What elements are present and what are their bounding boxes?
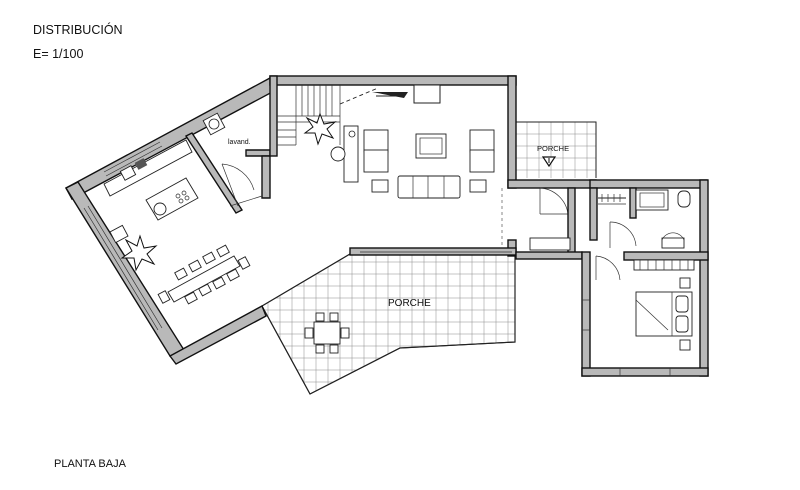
washing-machine-icon	[202, 112, 226, 136]
living-room	[269, 75, 597, 257]
main-porch: PORCHE	[261, 253, 516, 395]
plant-star-icon	[120, 234, 158, 272]
plant-star-icon	[303, 112, 337, 146]
porch-entry-label: PORCHE	[537, 144, 569, 153]
scale-label: E= 1/100	[33, 47, 83, 61]
porch-table	[304, 312, 350, 354]
entry-tile-grid	[515, 122, 596, 178]
bedroom-wing	[515, 179, 709, 377]
laundry-label: lavand.	[228, 139, 251, 146]
double-bed	[635, 277, 693, 351]
floor-name-label: PLANTA BAJA	[54, 458, 127, 470]
stair-arrow-icon	[372, 92, 408, 98]
dining-table	[157, 244, 251, 305]
plan-title: DISTRIBUCIÓN	[33, 22, 123, 37]
porch-main-label: PORCHE	[388, 298, 431, 309]
staircase	[277, 85, 408, 146]
kitchen-island	[145, 177, 199, 221]
kitchen-dining-wing: lavand.	[65, 77, 277, 365]
entry-porch: PORCHE	[515, 121, 597, 178]
